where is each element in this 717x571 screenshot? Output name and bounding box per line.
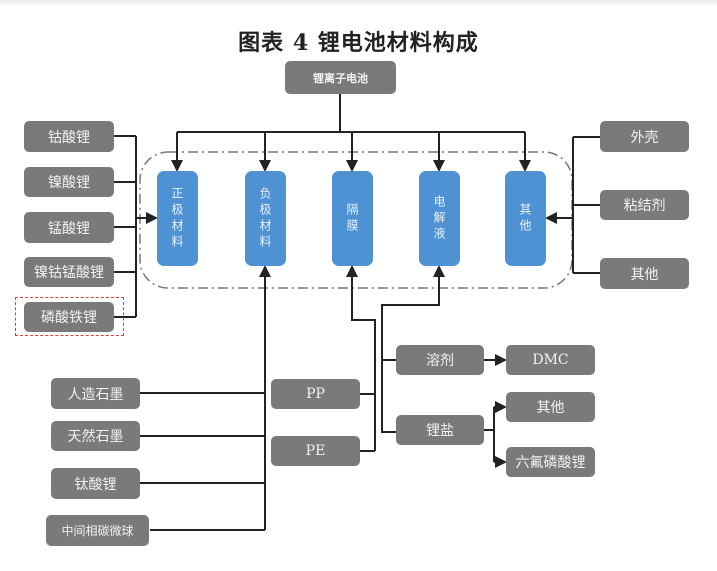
salt-type: 六氟磷酸锂 [506,447,595,477]
cathode-material: 镍钴锰酸锂 [24,257,114,287]
component-electrolyte: 电解液 [419,171,460,266]
electrolyte-lithium-salt: 锂盐 [396,415,484,445]
cathode-material: 钴酸锂 [24,121,114,152]
cropped-text-remnant [0,0,717,6]
anode-material: 钛酸锂 [51,468,140,499]
other-component: 粘结剂 [600,190,689,220]
separator-material: PP [271,379,360,409]
other-component: 其他 [600,258,689,289]
highlight-dashed-frame [15,297,124,336]
cathode-material: 镍酸锂 [24,167,114,197]
salt-type: 其他 [506,392,595,422]
cathode-material: 锰酸锂 [24,212,114,243]
root-node: 锂离子电池 [285,61,396,94]
component-other: 其他 [505,171,546,266]
cathode-material-highlighted: 磷酸铁锂 [24,302,114,332]
anode-material: 天然石墨 [51,421,140,451]
separator-material: PE [271,436,360,466]
component-anode: 负极材料 [245,171,286,266]
component-separator: 隔膜 [332,171,373,266]
anode-material: 人造石墨 [51,378,140,409]
other-component: 外壳 [600,121,689,152]
component-cathode: 正极材料 [157,171,198,266]
solvent-type: DMC [506,345,595,375]
anode-material: 中间相碳微球 [46,515,149,546]
main-group-outline [139,151,573,289]
diagram-title: 图表 4 锂电池材料构成 [238,30,479,56]
electrolyte-solvent: 溶剂 [396,345,484,375]
